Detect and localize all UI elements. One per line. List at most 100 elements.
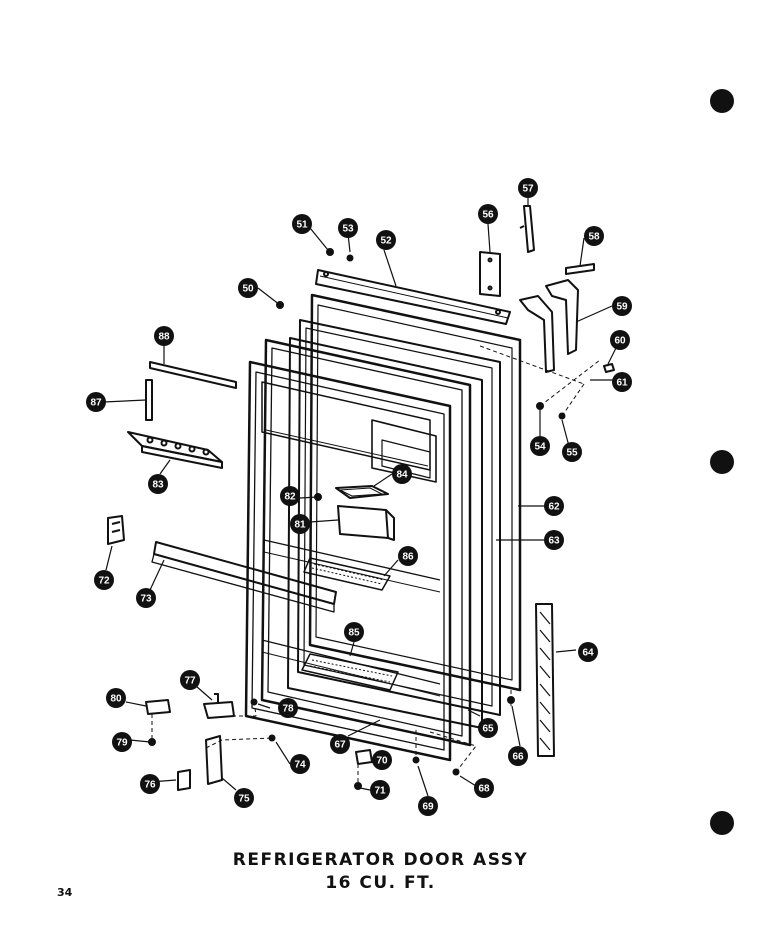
callout-number: 51 bbox=[296, 220, 308, 231]
callout-75: 75 bbox=[234, 788, 254, 808]
callout-64: 64 bbox=[578, 642, 598, 662]
callout-badge bbox=[544, 530, 564, 550]
callout-number: 78 bbox=[282, 704, 294, 715]
callout-badge bbox=[330, 734, 350, 754]
part-door-rail bbox=[151, 541, 337, 613]
callout-number: 66 bbox=[512, 752, 524, 763]
callout-50: 50 bbox=[238, 278, 258, 298]
callout-badge bbox=[292, 214, 312, 234]
callout-53: 53 bbox=[338, 218, 358, 238]
callout-badge bbox=[392, 464, 412, 484]
callout-60: 60 bbox=[610, 330, 630, 350]
callout-badge bbox=[94, 570, 114, 590]
callout-77: 77 bbox=[180, 670, 200, 690]
callout-badge bbox=[154, 326, 174, 346]
callout-badge bbox=[584, 226, 604, 246]
callout-57: 57 bbox=[518, 178, 538, 198]
callout-badge bbox=[508, 746, 528, 766]
callout-badge bbox=[338, 218, 358, 238]
part-small-plate bbox=[177, 769, 191, 791]
part-plate bbox=[479, 251, 501, 297]
callout-number: 80 bbox=[110, 694, 122, 705]
callout-74: 74 bbox=[290, 754, 310, 774]
callout-number: 56 bbox=[482, 210, 494, 221]
callout-badge bbox=[610, 330, 630, 350]
callout-78: 78 bbox=[278, 698, 298, 718]
callout-76: 76 bbox=[140, 774, 160, 794]
part-dispenser-cup bbox=[335, 485, 389, 499]
diagram-title: REFRIGERATOR DOOR ASSY bbox=[232, 850, 529, 870]
callout-badge bbox=[478, 204, 498, 224]
callout-84: 84 bbox=[392, 464, 412, 484]
callout-70: 70 bbox=[372, 750, 392, 770]
callout-82: 82 bbox=[280, 486, 300, 506]
part-inner-door-liner bbox=[244, 360, 452, 762]
part-block bbox=[355, 749, 373, 765]
callout-number: 70 bbox=[376, 756, 388, 767]
callout-number: 63 bbox=[548, 536, 560, 547]
callout-number: 55 bbox=[566, 448, 578, 459]
callout-80: 80 bbox=[106, 688, 126, 708]
callout-badge bbox=[370, 780, 390, 800]
callout-73: 73 bbox=[136, 588, 156, 608]
assembly-lines bbox=[151, 345, 601, 786]
callout-63: 63 bbox=[544, 530, 564, 550]
callout-badge bbox=[180, 670, 200, 690]
callout-79: 79 bbox=[112, 732, 132, 752]
callout-number: 83 bbox=[152, 480, 164, 491]
callout-number: 68 bbox=[478, 784, 490, 795]
callout-number: 76 bbox=[144, 780, 156, 791]
callout-badge bbox=[530, 436, 550, 456]
part-hinge-screw bbox=[603, 363, 615, 373]
callout-badge bbox=[112, 732, 132, 752]
callout-81: 81 bbox=[290, 514, 310, 534]
part-rod bbox=[149, 361, 237, 389]
part-dispenser-box bbox=[337, 505, 395, 541]
callout-52: 52 bbox=[376, 230, 396, 250]
part-egg-tray bbox=[127, 431, 223, 469]
callout-67: 67 bbox=[330, 734, 350, 754]
part-hinge-bracket bbox=[519, 279, 579, 373]
diagram-subtitle: 16 CU. FT. bbox=[325, 873, 436, 893]
callout-55: 55 bbox=[562, 442, 582, 462]
callout-badge bbox=[398, 546, 418, 566]
callout-number: 57 bbox=[522, 184, 534, 195]
callout-number: 60 bbox=[614, 336, 626, 347]
callout-61: 61 bbox=[612, 372, 632, 392]
part-bracket bbox=[145, 699, 171, 715]
callout-number: 52 bbox=[380, 236, 392, 247]
punch-hole-1 bbox=[710, 89, 734, 113]
callout-number: 64 bbox=[582, 648, 594, 659]
callout-85: 85 bbox=[344, 622, 364, 642]
callout-86: 86 bbox=[398, 546, 418, 566]
callout-88: 88 bbox=[154, 326, 174, 346]
callout-number: 59 bbox=[616, 302, 628, 313]
callout-badge bbox=[290, 754, 310, 774]
callout-83: 83 bbox=[148, 474, 168, 494]
callout-badge bbox=[372, 750, 392, 770]
callout-number: 58 bbox=[588, 232, 600, 243]
callout-number: 74 bbox=[294, 760, 306, 771]
callout-number: 54 bbox=[534, 442, 546, 453]
callout-71: 71 bbox=[370, 780, 390, 800]
callout-number: 77 bbox=[184, 676, 196, 687]
callout-badge bbox=[140, 774, 160, 794]
callout-badge bbox=[86, 392, 106, 412]
callout-number: 62 bbox=[548, 502, 560, 513]
callout-69: 69 bbox=[418, 796, 438, 816]
callout-59: 59 bbox=[612, 296, 632, 316]
callout-number: 82 bbox=[284, 492, 296, 503]
callout-number: 79 bbox=[116, 738, 128, 749]
callout-number: 53 bbox=[342, 224, 354, 235]
part-lower-shelf-pad bbox=[301, 653, 399, 691]
callout-badge bbox=[612, 296, 632, 316]
callout-badge bbox=[544, 496, 564, 516]
callout-87: 87 bbox=[86, 392, 106, 412]
leader-lines bbox=[103, 198, 619, 797]
callout-badge bbox=[344, 622, 364, 642]
callout-badge bbox=[238, 278, 258, 298]
callout-number: 69 bbox=[422, 802, 434, 813]
callout-badge bbox=[478, 718, 498, 738]
callout-number: 61 bbox=[616, 378, 628, 389]
